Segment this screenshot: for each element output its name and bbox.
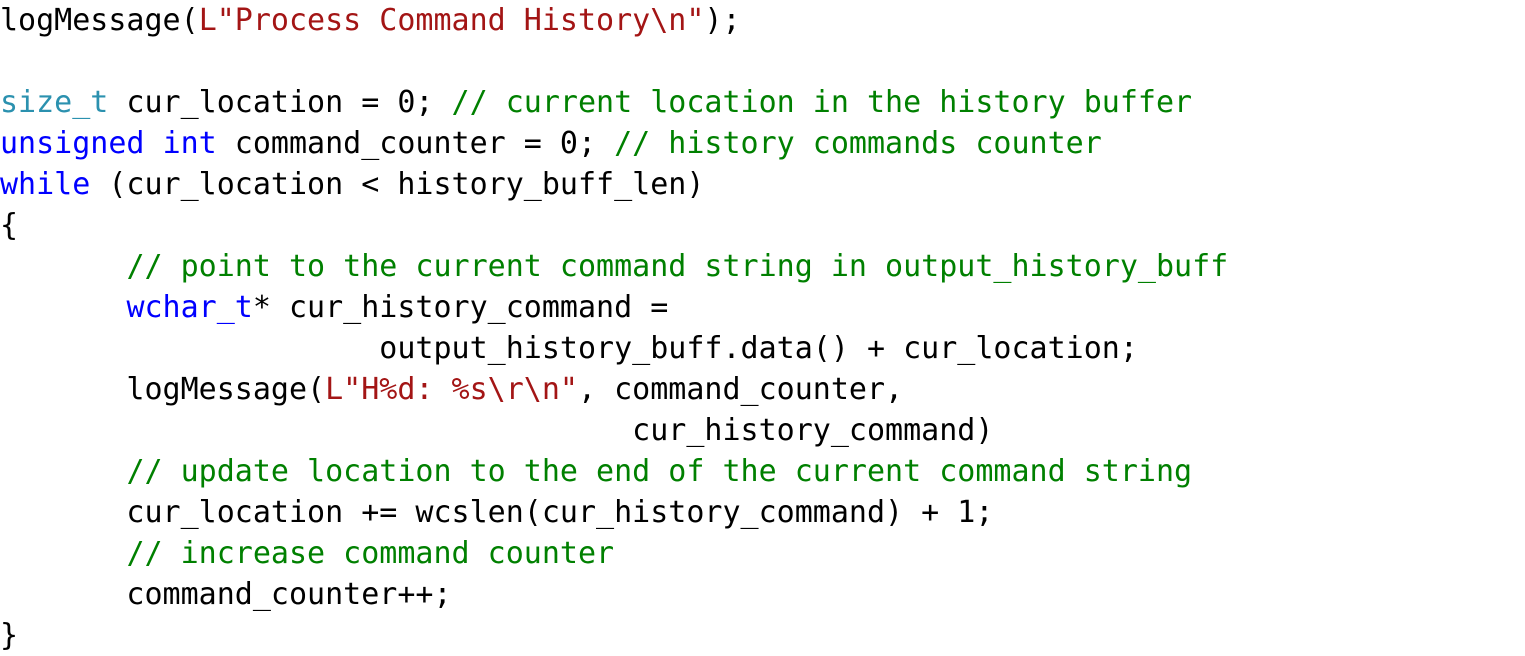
code-token-string: L"Process Command History\n" — [198, 3, 705, 38]
code-line: // increase command counter — [0, 533, 614, 574]
code-token-plain: ); — [704, 3, 741, 38]
code-token-keyword: wchar_t — [126, 290, 253, 325]
code-token-keyword: unsigned — [0, 126, 145, 161]
code-token-comment: // increase command counter — [126, 536, 615, 571]
code-token-plain: logMessage( — [0, 3, 199, 38]
code-token-keyword: int — [162, 126, 217, 161]
code-token-plain: } — [0, 618, 19, 653]
code-token-type: size_t — [0, 85, 109, 120]
code-line: } — [0, 615, 18, 656]
code-token-plain: (cur_location < history_buff_len) — [90, 167, 705, 202]
code-line: cur_location += wcslen(cur_history_comma… — [0, 492, 993, 533]
code-line: wchar_t* cur_history_command = — [0, 287, 668, 328]
code-token-comment: // current location in the history buffe… — [451, 85, 1193, 120]
code-token-comment: // history commands counter — [614, 126, 1102, 161]
code-token-plain — [0, 290, 126, 325]
code-token-plain — [0, 454, 126, 489]
code-line: cur_history_command) — [0, 410, 993, 451]
code-token-comment: // update location to the end of the cur… — [126, 454, 1193, 489]
code-token-plain: command_counter++; — [0, 577, 452, 612]
code-line: while (cur_location < history_buff_len) — [0, 164, 704, 205]
code-token-string: L"H%d: %s\r\n" — [325, 372, 578, 407]
code-token-plain: , command_counter, — [577, 372, 904, 407]
code-token-plain — [145, 126, 163, 161]
code-token-plain: { — [0, 208, 19, 243]
code-token-plain: cur_location = 0; — [108, 85, 452, 120]
code-token-plain — [0, 249, 126, 284]
code-token-plain: logMessage( — [0, 372, 326, 407]
code-line: logMessage(L"H%d: %s\r\n", command_count… — [0, 369, 903, 410]
code-token-comment: // point to the current command string i… — [126, 249, 1229, 284]
code-line: size_t cur_location = 0; // current loca… — [0, 82, 1192, 123]
code-line: unsigned int command_counter = 0; // his… — [0, 123, 1102, 164]
code-line: { — [0, 205, 18, 246]
code-line: command_counter++; — [0, 574, 452, 615]
code-token-plain: cur_history_command) — [0, 413, 994, 448]
code-line: // update location to the end of the cur… — [0, 451, 1192, 492]
code-token-plain: output_history_buff.data() + cur_locatio… — [0, 331, 1138, 366]
code-token-keyword: while — [0, 167, 91, 202]
code-token-plain — [0, 536, 126, 571]
code-line: // point to the current command string i… — [0, 246, 1228, 287]
code-token-plain: cur_location += wcslen(cur_history_comma… — [0, 495, 994, 530]
code-token-plain: command_counter = 0; — [216, 126, 615, 161]
code-line: logMessage(L"Process Command History\n")… — [0, 0, 741, 41]
code-line: output_history_buff.data() + cur_locatio… — [0, 328, 1138, 369]
code-token-plain: * cur_history_command = — [252, 290, 669, 325]
